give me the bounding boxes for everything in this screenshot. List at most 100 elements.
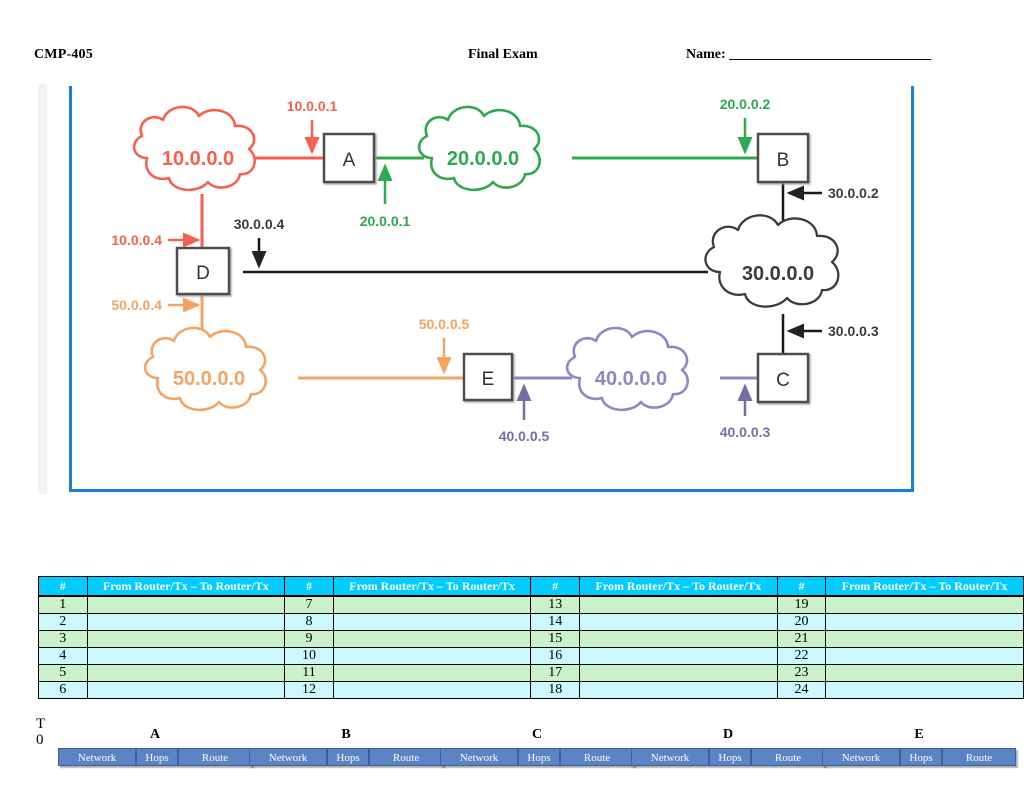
router-d[interactable]	[175, 246, 231, 296]
rt-col-network: Network	[58, 748, 136, 766]
row-entry[interactable]	[332, 613, 532, 631]
page-title: Final Exam	[468, 47, 538, 62]
rt-col-hops: Hops	[900, 748, 942, 766]
table-row: 4 10 16 22	[38, 647, 1024, 665]
rt-col-route: Route	[560, 748, 634, 766]
network-diagram-frame: 10.0.0.0 20.0.0.0 30.0.0.0 40.0.0.0 50.0…	[69, 86, 914, 492]
header-desc-2: From Router/Tx – To Router/Tx	[332, 576, 532, 597]
row-number: 19	[776, 595, 827, 614]
row-number: 21	[776, 630, 827, 648]
routing-table-group-c: C Network Hops Route	[440, 727, 634, 766]
routing-table-group-e: E Network Hops Route	[822, 727, 1016, 766]
header-desc-3: From Router/Tx – To Router/Tx	[579, 576, 778, 597]
name-blank-line[interactable]: _______________________________	[729, 47, 931, 62]
router-c-label: C	[776, 370, 790, 391]
iface-label-10-0-0-1: 10.0.0.1	[287, 98, 338, 114]
row-entry[interactable]	[825, 681, 1024, 699]
row-entry[interactable]	[825, 647, 1024, 665]
routing-table-letter-b: B	[341, 727, 351, 742]
row-entry[interactable]	[825, 630, 1024, 648]
packet-log-table: # From Router/Tx – To Router/Tx # From R…	[38, 576, 1024, 699]
router-b[interactable]	[756, 132, 810, 184]
table-row: 1 7 13 19	[38, 595, 1024, 614]
time-marker-line2: 0	[36, 732, 44, 748]
router-a-label: A	[343, 150, 356, 171]
cloud-50-0-0-0: 50.0.0.0	[143, 326, 267, 412]
row-entry[interactable]	[579, 664, 778, 682]
row-entry[interactable]	[579, 681, 778, 699]
iface-label-40-0-0-5: 40.0.0.5	[499, 428, 550, 444]
header-num-4: #	[776, 576, 827, 597]
routing-table-header-e: Network Hops Route	[822, 748, 1016, 766]
routing-table-header-d: Network Hops Route	[631, 748, 825, 766]
iface-label-20-0-0-1: 20.0.0.1	[360, 213, 411, 229]
table-row: 5 11 17 23	[38, 664, 1024, 682]
row-number: 5	[38, 664, 88, 682]
row-entry[interactable]	[332, 681, 532, 699]
rt-col-network: Network	[822, 748, 900, 766]
row-entry[interactable]	[332, 595, 532, 614]
routing-table-letter-c: C	[531, 727, 543, 742]
row-number: 20	[776, 613, 827, 631]
row-entry[interactable]	[86, 613, 286, 631]
row-number: 11	[284, 664, 334, 682]
rt-col-network: Network	[249, 748, 327, 766]
name-field-group: Name: _______________________________	[686, 47, 931, 63]
row-entry[interactable]	[86, 595, 286, 614]
row-entry[interactable]	[579, 630, 778, 648]
row-number: 8	[284, 613, 334, 631]
row-number: 15	[530, 630, 581, 648]
header-num-2: #	[284, 576, 334, 597]
iface-label-30-0-0-3: 30.0.0.3	[828, 323, 879, 339]
rt-col-route: Route	[178, 748, 252, 766]
row-entry[interactable]	[86, 647, 286, 665]
cloud-30-0-0-0: 30.0.0.0	[704, 214, 840, 308]
row-entry[interactable]	[825, 613, 1024, 631]
routing-table-header-b: Network Hops Route	[249, 748, 443, 766]
row-entry[interactable]	[579, 613, 778, 631]
iface-label-20-0-0-2: 20.0.0.2	[720, 96, 771, 112]
rt-col-network: Network	[631, 748, 709, 766]
row-entry[interactable]	[825, 595, 1024, 614]
row-number: 13	[530, 595, 581, 614]
cloud-10-0-0-0: 10.0.0.0	[132, 105, 256, 192]
packet-table-header-row: # From Router/Tx – To Router/Tx # From R…	[38, 576, 1024, 597]
cloud-30-label: 30.0.0.0	[742, 263, 814, 285]
iface-label-50-0-0-5: 50.0.0.5	[419, 316, 470, 332]
row-entry[interactable]	[825, 664, 1024, 682]
row-entry[interactable]	[332, 664, 532, 682]
row-entry[interactable]	[86, 630, 286, 648]
row-number: 22	[776, 647, 827, 665]
row-number: 14	[530, 613, 581, 631]
routing-table-group-a: A Network Hops Route	[58, 727, 252, 766]
exam-header: CMP-405 Final Exam Name: _______________…	[0, 0, 1024, 80]
row-number: 17	[530, 664, 581, 682]
table-row: 6 12 18 24	[38, 681, 1024, 699]
cloud-40-label: 40.0.0.0	[595, 368, 667, 390]
router-d-label: D	[196, 263, 210, 284]
routing-table-header-a: Network Hops Route	[58, 748, 252, 766]
iface-label-40-0-0-3: 40.0.0.3	[720, 424, 771, 440]
row-number: 18	[530, 681, 581, 699]
cloud-20-label: 20.0.0.0	[447, 148, 519, 170]
table-row: 3 9 15 21	[38, 630, 1024, 648]
router-c[interactable]	[756, 352, 810, 404]
iface-label-30-0-0-4: 30.0.0.4	[234, 216, 285, 232]
router-a[interactable]	[322, 132, 376, 184]
row-entry[interactable]	[332, 630, 532, 648]
header-desc-1: From Router/Tx – To Router/Tx	[86, 576, 286, 597]
row-entry[interactable]	[579, 647, 778, 665]
row-number: 23	[776, 664, 827, 682]
routing-table-header-c: Network Hops Route	[440, 748, 634, 766]
row-number: 9	[284, 630, 334, 648]
row-entry[interactable]	[579, 595, 778, 614]
row-number: 12	[284, 681, 334, 699]
routing-table-letter-d: D	[722, 727, 734, 742]
row-entry[interactable]	[86, 681, 286, 699]
row-number: 24	[776, 681, 827, 699]
router-e-label: E	[482, 369, 495, 390]
router-e[interactable]	[462, 352, 514, 402]
row-entry[interactable]	[86, 664, 286, 682]
row-entry[interactable]	[332, 647, 532, 665]
cloud-10-label: 10.0.0.0	[162, 148, 234, 170]
